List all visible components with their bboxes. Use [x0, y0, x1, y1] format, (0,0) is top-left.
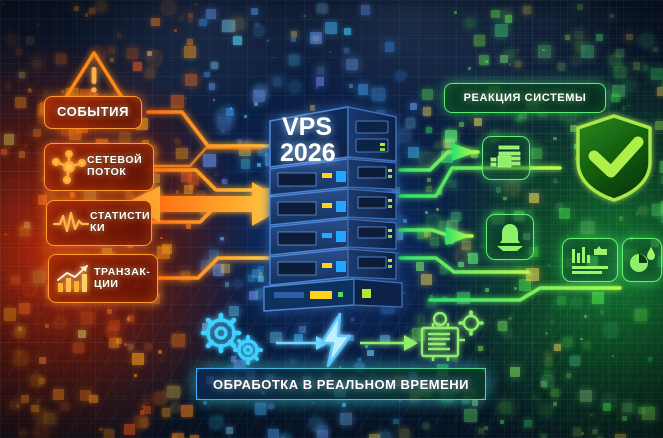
- blue-arrow-right-icon: [276, 336, 328, 350]
- chip-events[interactable]: СОБЫТИЯ: [44, 96, 142, 129]
- chip-transactions[interactable]: ТРАНЗАК- ЦИИ: [48, 254, 158, 303]
- chip-statistics[interactable]: СТАТИСТИ КИ: [46, 200, 152, 246]
- bar-chart-up-icon: [54, 264, 94, 294]
- bell-alert-icon-box[interactable]: [486, 214, 534, 260]
- heading-system-reaction[interactable]: РЕАКЦИЯ СИСТЕМЫ: [444, 83, 606, 113]
- shield-check-icon[interactable]: [572, 112, 656, 204]
- chip-events-label: СОБЫТИЯ: [56, 104, 130, 120]
- server-label-line1: VPS: [282, 113, 332, 141]
- report-window-icon: [490, 145, 521, 168]
- chip-network-flow-label: СЕТЕВОЙ ПОТОК: [87, 154, 143, 178]
- green-arrow-right-icon-bottom: [360, 335, 418, 351]
- bar-chart-panel-icon: [572, 246, 608, 274]
- server-rack-icon[interactable]: VPS 2026: [262, 95, 406, 320]
- lightning-bolt-icon: [312, 312, 360, 368]
- report-window-icon-box[interactable]: [482, 136, 530, 180]
- document-gear-icon[interactable]: [416, 310, 484, 368]
- realtime-processing-banner-label: ОБРАБОТКА В РЕАЛЬНОМ ВРЕМЕНИ: [213, 376, 469, 392]
- bell-alert-icon: [497, 224, 523, 251]
- pie-gauge-icon: [630, 247, 655, 272]
- chip-statistics-label: СТАТИСТИ КИ: [90, 210, 151, 234]
- server-label-line2: 2026: [280, 139, 336, 167]
- heading-system-reaction-label: РЕАКЦИЯ СИСТЕМЫ: [463, 91, 587, 104]
- chip-network-flow[interactable]: СЕТЕВОЙ ПОТОК: [44, 143, 154, 191]
- pulse-wave-icon: [52, 210, 90, 236]
- network-node-icon: [51, 150, 87, 185]
- bar-chart-panel-icon-box[interactable]: [562, 238, 618, 282]
- pie-gauge-icon-box[interactable]: [622, 238, 662, 282]
- realtime-processing-banner[interactable]: ОБРАБОТКА В РЕАЛЬНОМ ВРЕМЕНИ: [196, 368, 486, 400]
- chip-transactions-label: ТРАНЗАК- ЦИИ: [94, 265, 151, 290]
- gears-icon[interactable]: [196, 310, 268, 368]
